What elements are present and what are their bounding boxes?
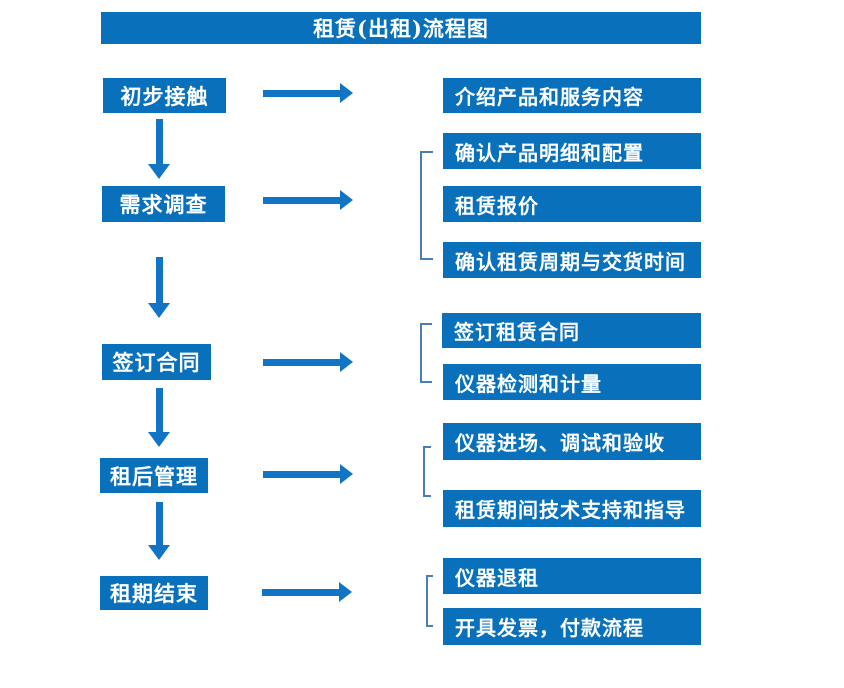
- detail-box-technical-support: 租赁期间技术支持和指导: [443, 490, 701, 527]
- detail-box-confirm-rental-period: 确认租赁周期与交货时间: [443, 242, 701, 278]
- group-bracket: [426, 575, 433, 627]
- step-box-sign-contract: 签订合同: [102, 344, 211, 380]
- flowchart-title: 租赁(出租)流程图: [101, 12, 701, 44]
- detail-box-invoice-payment: 开具发票，付款流程: [443, 608, 701, 645]
- detail-box-introduce-products: 介绍产品和服务内容: [443, 78, 701, 113]
- down-arrow-icon: [148, 119, 170, 179]
- group-bracket: [423, 446, 431, 497]
- detail-box-instrument-testing: 仪器检测和计量: [443, 364, 701, 400]
- right-arrow-icon: [263, 351, 353, 373]
- right-arrow-icon: [263, 82, 353, 104]
- group-bracket: [420, 151, 433, 260]
- group-bracket: [420, 323, 432, 383]
- step-box-initial-contact: 初步接触: [103, 78, 226, 113]
- down-arrow-icon: [148, 388, 170, 447]
- step-box-rental-end: 租期结束: [100, 576, 208, 610]
- step-box-demand-survey: 需求调查: [102, 186, 225, 222]
- right-arrow-icon: [263, 189, 353, 211]
- detail-box-confirm-product-details: 确认产品明细和配置: [443, 133, 701, 169]
- detail-box-rental-quote: 租赁报价: [443, 186, 701, 222]
- detail-box-sign-rental-contract: 签订租赁合同: [442, 313, 701, 348]
- right-arrow-icon: [263, 463, 353, 485]
- detail-box-instrument-return: 仪器退租: [443, 558, 701, 594]
- right-arrow-icon: [262, 581, 352, 603]
- step-box-post-rental-management: 租后管理: [100, 458, 208, 493]
- down-arrow-icon: [148, 257, 170, 318]
- detail-box-instrument-installation: 仪器进场、调试和验收: [443, 423, 701, 460]
- down-arrow-icon: [148, 502, 170, 560]
